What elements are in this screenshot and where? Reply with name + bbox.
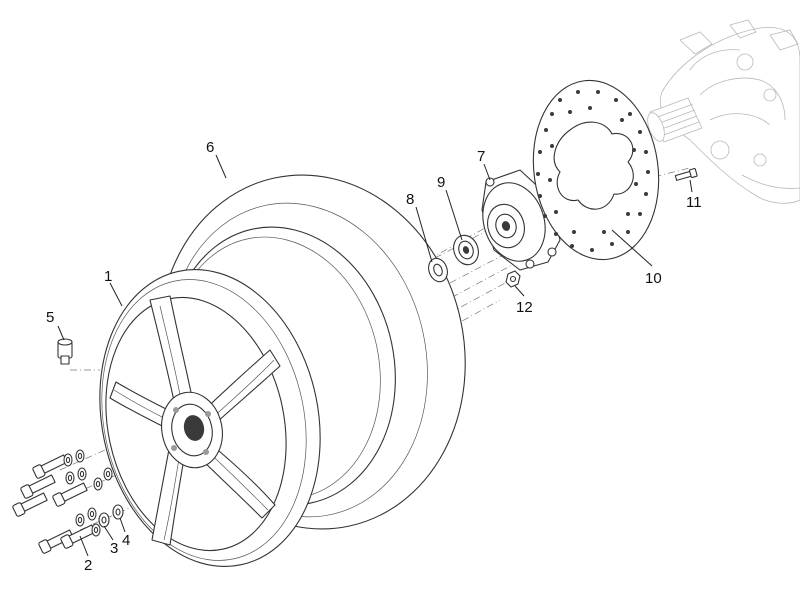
callout-hub-nut: 12 — [516, 299, 533, 316]
callout-brake-disc: 10 — [645, 270, 662, 287]
spacer-bushing-illustration — [428, 257, 448, 283]
callout-tyre: 6 — [206, 139, 214, 156]
wheel-rim-illustration — [99, 269, 321, 567]
callout-flat-washer: 4 — [122, 532, 130, 549]
callout-wheel-rim: 1 — [104, 268, 112, 285]
washers-illustration — [63, 449, 124, 537]
leader-lines — [57, 154, 693, 557]
hub-bearing-illustration — [453, 234, 479, 266]
callout-spacer-bushing: 8 — [406, 191, 414, 208]
callout-wheel-bolt: 2 — [84, 557, 92, 574]
callout-hub-bearing: 9 — [437, 174, 445, 191]
callout-tyre-valve: 5 — [46, 309, 54, 326]
tyre-valve-illustration — [57, 338, 73, 365]
brake-disc-illustration — [532, 79, 660, 261]
engine-drivetrain-illustration — [647, 19, 800, 204]
callout-labels: 1 2 3 4 5 6 7 8 9 10 11 12 — [46, 139, 702, 574]
disc-screw-illustration — [674, 168, 698, 181]
wheel-bolts-illustration — [12, 454, 96, 554]
callout-disc-screw: 11 — [686, 194, 702, 211]
callout-lock-washer: 3 — [110, 540, 118, 557]
callout-wheel-hub: 7 — [477, 148, 485, 165]
hub-nut-illustration — [505, 270, 521, 288]
